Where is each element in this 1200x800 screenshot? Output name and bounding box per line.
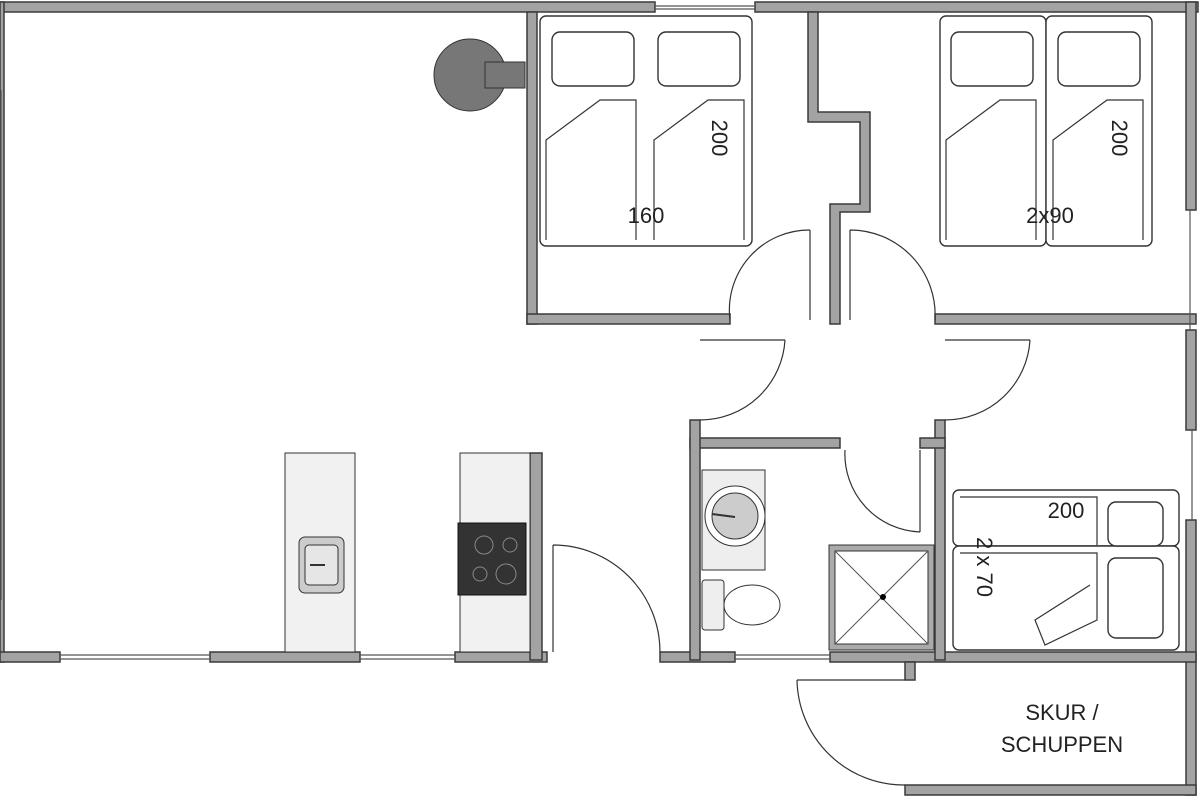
kitchen-island-sink — [284, 452, 356, 653]
kitchen-counter-cooktop — [457, 452, 531, 653]
bed-length-label: 200 — [707, 120, 732, 157]
bunk-beds-2x70: 200 2 x 70 — [952, 489, 1180, 651]
stove-fireplace — [433, 38, 526, 112]
shower — [828, 544, 935, 651]
bed-width-label: 2x90 — [1026, 203, 1074, 228]
shed-label-line2: SCHUPPEN — [1001, 732, 1123, 757]
windows — [0, 5, 1193, 660]
twin-beds-2x90: 2x90 200 — [939, 15, 1153, 247]
washbasin — [701, 469, 766, 571]
shed-label-line1: SKUR / — [1025, 700, 1099, 725]
double-bed-160: 160 200 — [539, 15, 753, 247]
bed-length-label: 200 — [1107, 120, 1132, 157]
bunk-width-label: 2 x 70 — [972, 537, 997, 597]
bed-width-label: 160 — [628, 203, 665, 228]
toilet — [701, 579, 781, 631]
doors — [552, 229, 1031, 786]
bunk-length-label: 200 — [1048, 498, 1085, 523]
